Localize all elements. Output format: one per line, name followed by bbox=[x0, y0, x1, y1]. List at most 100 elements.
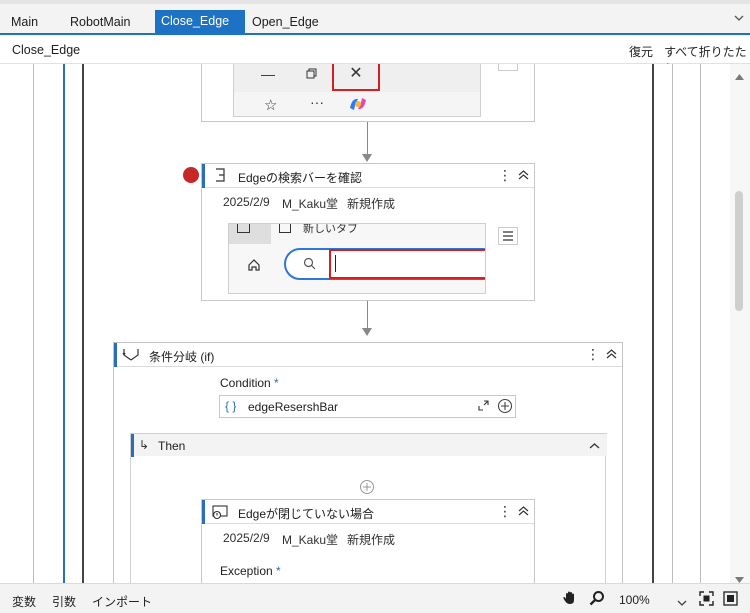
tab-close-edge[interactable]: Close_Edge✕ bbox=[155, 10, 245, 51]
search-icon bbox=[303, 257, 316, 273]
exception-label-text: Exception bbox=[220, 564, 273, 578]
overview-icon[interactable] bbox=[723, 591, 738, 609]
breadcrumb[interactable]: Close_Edge bbox=[12, 43, 81, 57]
breadcrumb-bar: Close_Edge 復元 すべて折りたたむ bbox=[0, 35, 750, 76]
status-bar: 変数 引数 インポート 100% bbox=[0, 583, 750, 613]
activity-header[interactable]: Edgeの検索バーを確認 ⋮ bbox=[202, 164, 534, 188]
menu-icon[interactable] bbox=[498, 227, 518, 245]
condition-value: edgeResershBar bbox=[248, 400, 339, 414]
if-title: 条件分岐 (if) bbox=[149, 350, 215, 364]
expand-icon[interactable] bbox=[478, 400, 489, 414]
add-icon[interactable] bbox=[497, 398, 513, 417]
then-header[interactable]: ↳ Then bbox=[131, 433, 607, 457]
activity-card-close-window[interactable]: — ✕ ☆ ··· bbox=[201, 64, 535, 122]
breakpoint-icon[interactable] bbox=[183, 167, 199, 183]
activity-date: 2025/2/9 bbox=[223, 531, 270, 545]
required-mark: * bbox=[276, 564, 281, 578]
activity-status: 新規作成 bbox=[347, 533, 396, 547]
tab-robotmain[interactable]: RobotMain bbox=[70, 11, 130, 33]
screenshot-search-bar: 新しいタブ bbox=[228, 223, 486, 294]
collapse-icon[interactable] bbox=[518, 168, 529, 184]
vertical-scrollbar[interactable] bbox=[730, 64, 750, 583]
then-arrow-icon: ↳ bbox=[139, 438, 150, 452]
container-border bbox=[700, 64, 701, 583]
container-border bbox=[63, 64, 65, 583]
window-close-icon: ✕ bbox=[332, 64, 380, 91]
favorites-icon: ☆ bbox=[264, 97, 278, 114]
activity-header[interactable]: Edgeが閉じていない場合 ⋮ bbox=[202, 500, 534, 524]
condition-label: Condition * bbox=[220, 376, 279, 390]
then-container[interactable]: ↳ Then Edgeが閉じていない場合 ⋮ bbox=[130, 433, 607, 583]
restore-window-icon bbox=[306, 68, 317, 82]
expression-icon: { } bbox=[225, 399, 237, 413]
tab-label: Close_Edge bbox=[161, 14, 230, 28]
home-icon bbox=[247, 258, 261, 275]
flow-arrowhead bbox=[362, 328, 372, 336]
more-vertical-icon[interactable]: ⋮ bbox=[498, 503, 512, 519]
more-icon: ··· bbox=[310, 94, 324, 110]
text-cursor bbox=[335, 255, 336, 272]
selection-accent bbox=[114, 343, 117, 367]
arguments-tab[interactable]: 引数 bbox=[52, 595, 77, 609]
if-header[interactable]: 条件分岐 (if) ⋮ bbox=[114, 343, 622, 367]
activity-date: 2025/2/9 bbox=[223, 195, 270, 209]
fit-to-screen-icon[interactable] bbox=[699, 591, 714, 609]
element-exists-icon bbox=[214, 167, 226, 186]
imports-tab[interactable]: インポート bbox=[92, 595, 153, 609]
activity-card-check-search-bar[interactable]: Edgeの検索バーを確認 ⋮ 2025/2/9 M_Kaku堂 新規作成 新しい… bbox=[201, 163, 535, 301]
menu-icon[interactable] bbox=[498, 64, 518, 71]
activity-title: Edgeが閉じていない場合 bbox=[238, 507, 375, 521]
minimize-icon: — bbox=[261, 66, 275, 82]
selection-accent bbox=[202, 164, 205, 188]
more-vertical-icon[interactable]: ⋮ bbox=[586, 346, 600, 362]
container-border bbox=[652, 64, 654, 583]
collapse-icon[interactable] bbox=[606, 347, 617, 363]
tab-underline bbox=[0, 33, 750, 35]
condition-field[interactable]: { } edgeResershBar bbox=[219, 395, 516, 418]
if-container[interactable]: 条件分岐 (if) ⋮ Condition * { } edgeResershB… bbox=[113, 342, 623, 583]
new-tab-label: 新しいタブ bbox=[303, 223, 358, 235]
activity-status: 新規作成 bbox=[347, 197, 396, 211]
copilot-icon bbox=[348, 96, 368, 115]
exception-label: Exception * bbox=[220, 564, 281, 578]
activity-author: M_Kaku堂 bbox=[282, 197, 339, 211]
more-vertical-icon[interactable]: ⋮ bbox=[498, 167, 512, 183]
collapse-icon[interactable] bbox=[518, 504, 529, 520]
scrollbar-thumb[interactable] bbox=[735, 191, 743, 311]
titlebar-strip bbox=[234, 64, 480, 92]
zoom-search-icon[interactable] bbox=[589, 590, 605, 609]
activity-card-edge-not-closed[interactable]: Edgeが閉じていない場合 ⋮ 2025/2/9 M_Kaku堂 新規作成 Ex… bbox=[201, 499, 535, 583]
tab-label: Main bbox=[11, 15, 39, 29]
hand-pan-icon[interactable] bbox=[562, 590, 578, 609]
zoom-level[interactable]: 100% bbox=[619, 593, 650, 607]
activity-title: Edgeの検索バーを確認 bbox=[238, 171, 363, 185]
tab-bar: Main RobotMain Close_Edge✕ Open_Edge bbox=[0, 0, 750, 51]
flow-connector bbox=[367, 301, 368, 329]
tab-main[interactable]: Main bbox=[11, 11, 38, 33]
container-border bbox=[672, 64, 673, 583]
activity-author: M_Kaku堂 bbox=[282, 533, 339, 547]
chevron-down-icon[interactable] bbox=[677, 596, 687, 610]
scroll-up-icon[interactable] bbox=[735, 69, 744, 83]
highlight-box bbox=[329, 249, 485, 279]
add-activity-icon[interactable] bbox=[359, 479, 375, 498]
then-label: Then bbox=[158, 439, 186, 453]
container-border bbox=[33, 64, 34, 583]
if-branch-icon bbox=[122, 347, 140, 366]
tab-open-edge[interactable]: Open_Edge bbox=[252, 11, 319, 33]
sidebar-toggle-strip bbox=[229, 224, 271, 244]
flow-connector bbox=[367, 122, 368, 156]
selection-accent bbox=[202, 500, 205, 524]
restore-button[interactable]: 復元 bbox=[629, 45, 654, 59]
tab-label: RobotMain bbox=[70, 15, 131, 29]
screenshot-window-controls: — ✕ ☆ ··· bbox=[233, 64, 481, 117]
condition-label-text: Condition bbox=[220, 376, 271, 390]
designer-canvas[interactable]: — ✕ ☆ ··· Edgeの検索バーを確認 ⋮ bbox=[0, 64, 730, 583]
chevron-up-icon[interactable] bbox=[589, 439, 600, 453]
chevron-down-icon[interactable] bbox=[734, 13, 744, 25]
container-border bbox=[82, 64, 84, 583]
scroll-down-icon[interactable] bbox=[735, 572, 744, 586]
tab-page-icon bbox=[279, 224, 291, 233]
flow-arrowhead bbox=[362, 154, 372, 162]
variables-tab[interactable]: 変数 bbox=[12, 595, 37, 609]
